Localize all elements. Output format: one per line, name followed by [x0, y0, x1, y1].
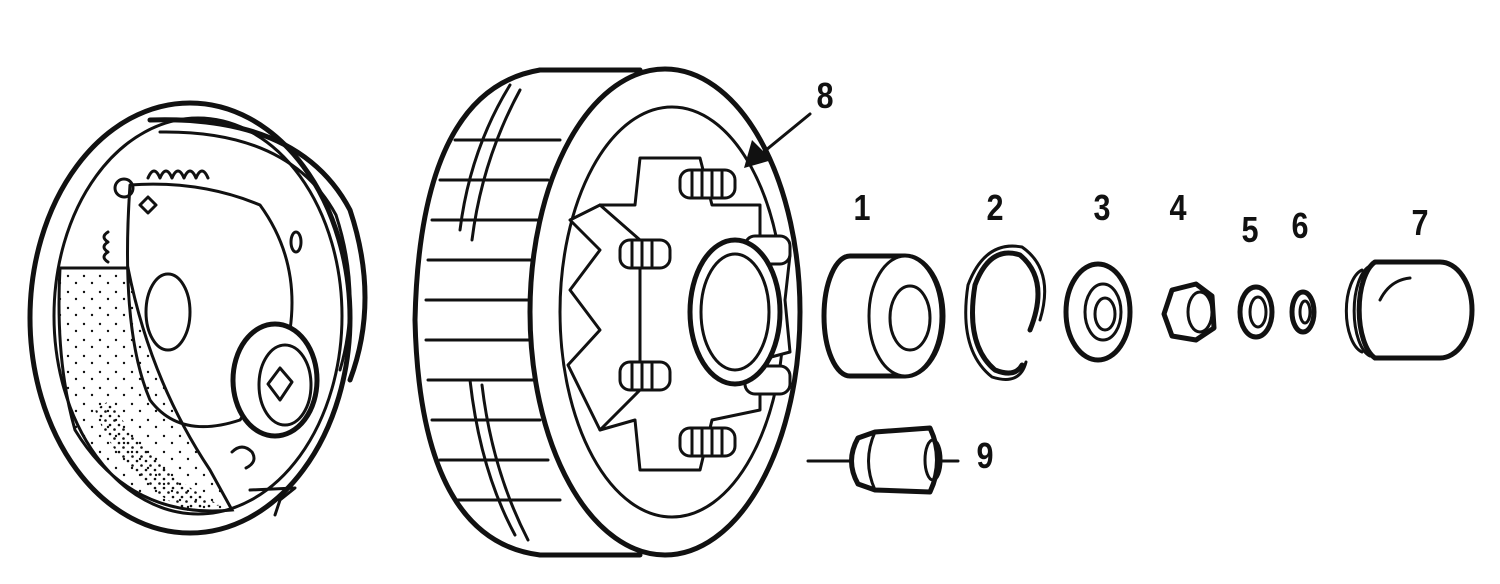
part-4-spindle-nut: [1161, 281, 1217, 343]
part-7-dust-cap: [1344, 259, 1475, 361]
spring-icon: [102, 169, 210, 264]
part-2-snap-ring: [964, 244, 1047, 381]
callout-label-1: 1: [853, 187, 871, 228]
callout-arrow-8: [744, 112, 812, 168]
callout-label-7: 7: [1411, 202, 1429, 243]
part-6-o-ring: [1289, 289, 1317, 335]
callout-label-3: 3: [1093, 187, 1111, 228]
callout-label-5: 5: [1241, 209, 1259, 250]
drum-fins: [424, 83, 562, 542]
hub-drum: [412, 66, 803, 558]
part-5-washer: [1237, 284, 1275, 340]
part-1-bearing: [821, 253, 946, 379]
callout-label-2: 2: [986, 187, 1004, 228]
magnet-actuator: [230, 321, 320, 439]
wheel-studs: [618, 168, 792, 458]
brake-assembly: [27, 100, 368, 536]
callout-label-6: 6: [1291, 205, 1309, 246]
part-9-lug-nut: [806, 425, 960, 495]
callout-label-9: 9: [976, 435, 994, 476]
callout-label-8: 8: [816, 75, 834, 116]
part-3-seal: [1063, 261, 1133, 363]
callout-label-4: 4: [1169, 187, 1187, 228]
